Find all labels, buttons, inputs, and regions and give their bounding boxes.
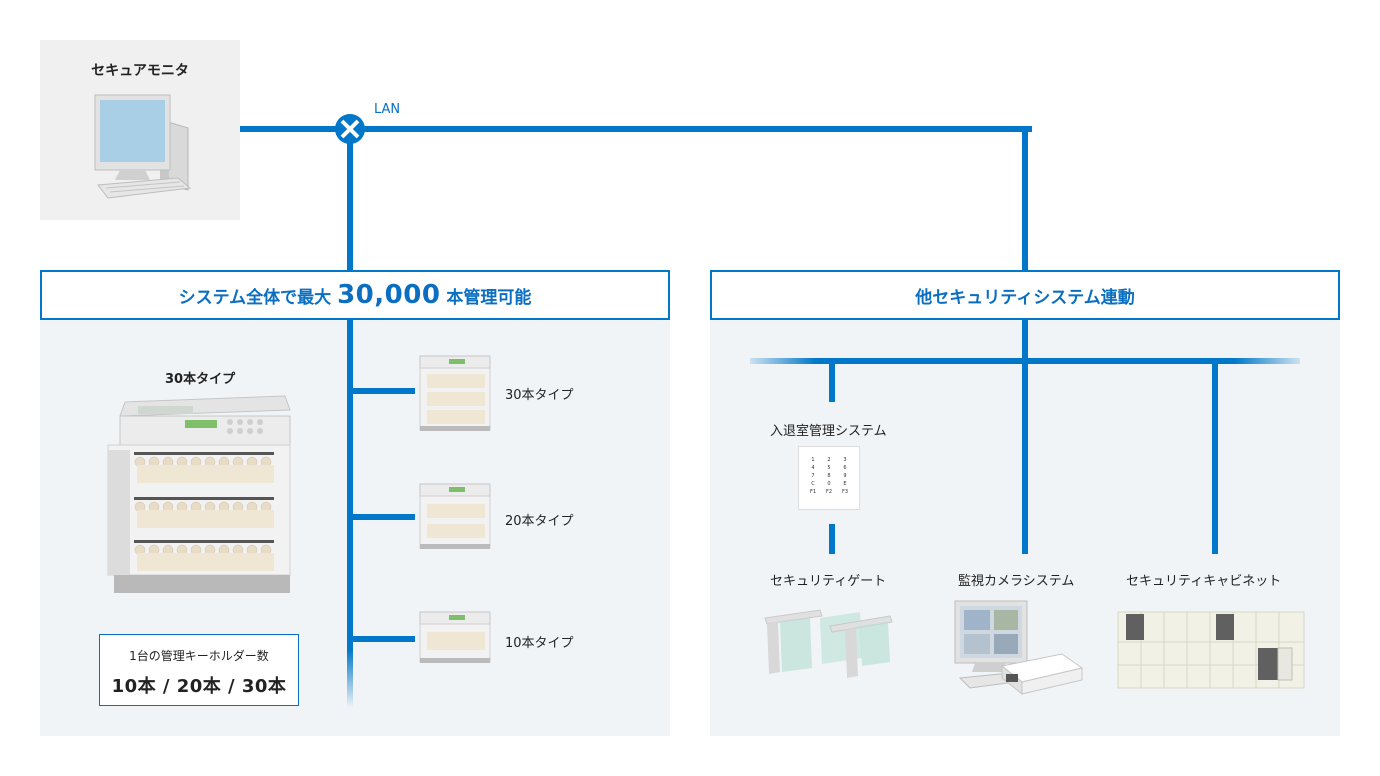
integration-bus-line [750,358,1300,364]
title-prefix: システム全体で最大 [178,287,332,308]
keypad-key: E [843,481,847,487]
security-gate-label: セキュリティゲート [770,574,887,589]
integration-title: 他セキュリティシステム連動 [710,270,1340,320]
lan-label: LAN [374,102,401,117]
cabinet-icon [1117,611,1305,689]
key-cabinet-10-icon [419,611,491,663]
key-bus-line [347,318,353,708]
camera-system-icon [954,600,1084,696]
key-cabinet-30-icon [419,355,491,431]
network-hub-icon [335,114,365,144]
computer-icon [94,94,192,199]
keypad-key: F3 [841,489,849,495]
access-control-label: 入退室管理システム [770,424,887,439]
security-cabinet-label: セキュリティキャビネット [1126,574,1282,589]
integration-title-text: 他セキュリティシステム連動 [915,287,1135,308]
drop-line-access-lower [829,524,835,554]
keypad-key: 9 [843,473,847,479]
key-holder-count-box: 1台の管理キーホルダー数 10本 / 20本 / 30本 [99,634,299,706]
keypad-key: 5 [827,465,831,471]
main-unit-label: 30本タイプ [165,372,236,387]
key-capacity-title: システム全体で最大 30,000 本管理可能 [40,270,670,320]
keypad-key: 8 [827,473,831,479]
count-values: 10本 / 20本 / 30本 [111,676,287,697]
camera-system-label: 監視カメラシステム [958,574,1075,589]
keypad-key: 2 [827,457,831,463]
keypad-key: 6 [843,465,847,471]
lan-line-horizontal [240,126,1032,132]
integration-trunk-line [1022,318,1028,364]
branch-line-30 [350,388,415,394]
keypad-key: 0 [827,481,831,487]
key-cabinet-20-icon [419,483,491,549]
title-number: 30,000 [337,280,441,310]
security-gate-icon [764,609,893,678]
branch-line-20 [350,514,415,520]
lan-line-left-drop [347,126,353,270]
drop-line-access [829,362,835,402]
lan-line-right-drop [1022,126,1028,270]
monitor-card: セキュアモニタ [40,40,240,220]
title-suffix: 本管理可能 [446,287,532,308]
keypad-key: F2 [825,489,833,495]
monitor-label: セキュアモニタ [91,63,189,79]
keypad-key: 3 [843,457,847,463]
keypad-key: F1 [809,489,817,495]
drop-line-cabinet [1212,362,1218,554]
unit-label-30: 30本タイプ [505,388,574,403]
unit-label-10: 10本タイプ [505,636,574,651]
keypad-key: 7 [811,473,815,479]
branch-line-10 [350,636,415,642]
keypad-key: 4 [811,465,815,471]
unit-label-20: 20本タイプ [505,514,574,529]
count-caption: 1台の管理キーホルダー数 [129,649,269,663]
keypad-key: 1 [811,457,815,463]
key-cabinet-large-icon [107,395,291,593]
keypad-key: C [811,481,815,487]
drop-line-camera [1022,362,1028,554]
